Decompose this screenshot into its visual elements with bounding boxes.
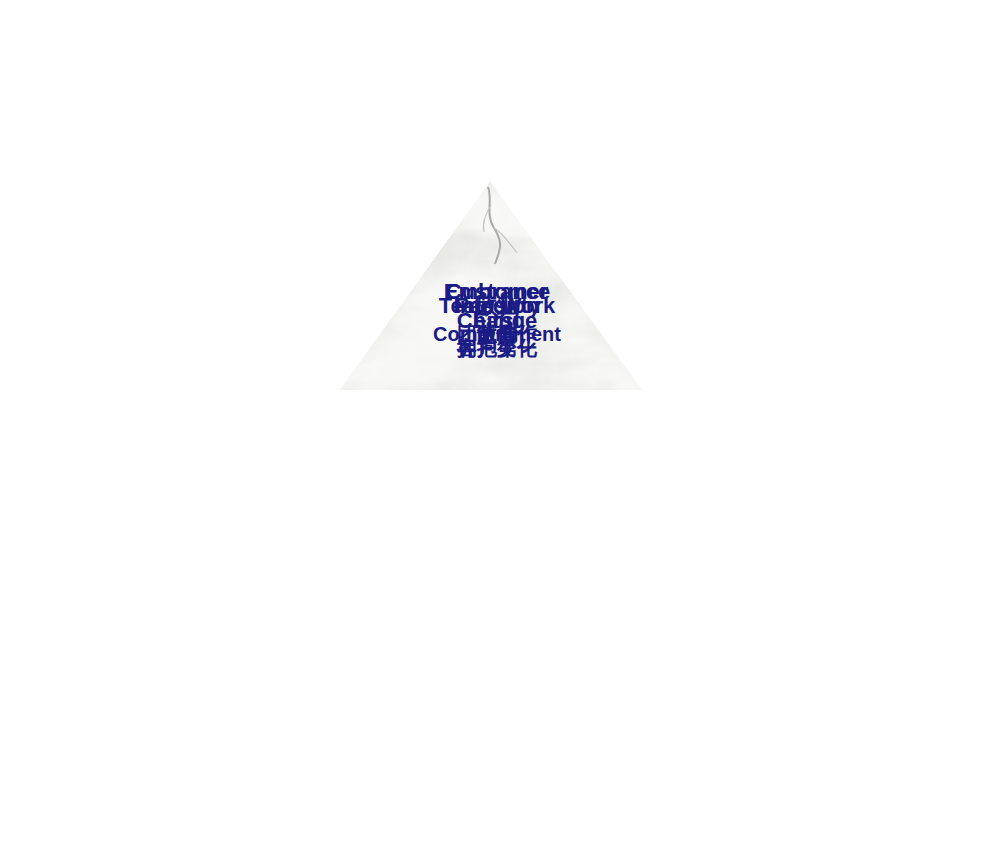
segment-fill	[340, 182, 642, 390]
marble-texture	[340, 182, 642, 390]
marble-texture	[340, 182, 642, 390]
segment-fill	[340, 182, 642, 390]
text-group: Embrance Change拥抱变化	[433, 278, 561, 362]
marble-speckle	[340, 182, 642, 390]
marble-speckle	[340, 182, 642, 390]
marble-speckle	[340, 182, 642, 390]
marble-vein	[494, 228, 517, 253]
marble-speckle	[340, 182, 642, 390]
marble-vein	[488, 187, 500, 264]
segment-fill	[340, 182, 642, 390]
marble-texture	[340, 182, 642, 390]
segment-fill	[340, 182, 642, 390]
marble-speckle	[340, 182, 642, 390]
text-group: 敬业Commitiment	[433, 292, 561, 348]
segment-fill	[340, 182, 642, 390]
marble-texture	[340, 182, 642, 390]
marble-speckle	[340, 182, 642, 390]
marble-texture	[340, 182, 642, 390]
value-label: 敬业	[433, 292, 561, 321]
marble-texture	[340, 182, 642, 390]
marble-vein	[483, 205, 491, 232]
segment-fill	[340, 182, 642, 390]
value-label: Commitiment	[433, 321, 561, 348]
